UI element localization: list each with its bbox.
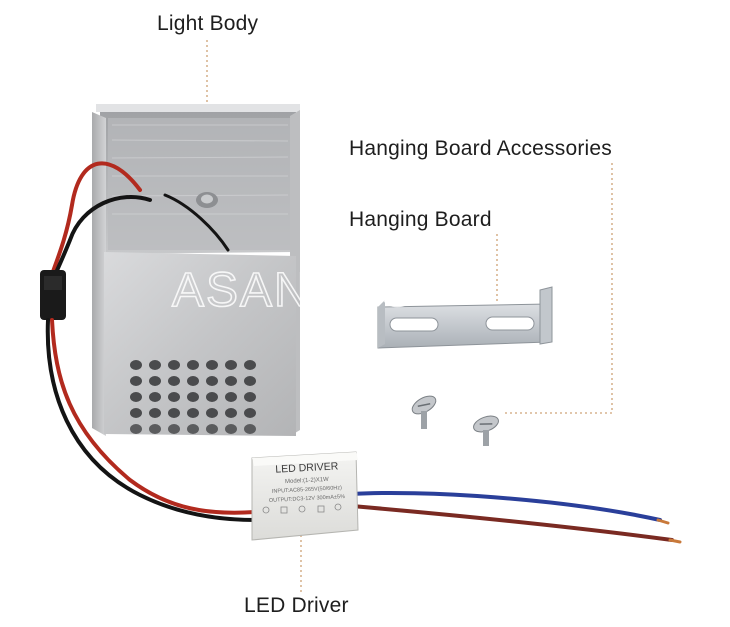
driver-model: Model:(1-2)X1W: [285, 477, 329, 485]
driver-input: INPUT:AC85-265V(50/60Hz): [272, 485, 342, 495]
leader-accessories: [502, 163, 613, 414]
body-wires: [40, 161, 257, 522]
certification-icons: [262, 503, 342, 514]
label-hanging-board-accessories: Hanging Board Accessories: [349, 137, 612, 160]
label-hanging-board: Hanging Board: [349, 208, 492, 231]
label-led-driver: LED Driver: [244, 594, 349, 617]
led-driver-box: LED DRIVER Model:(1-2)X1W INPUT:AC85-265…: [251, 451, 359, 541]
screws: [411, 395, 499, 446]
watermark: ASANZUO: [172, 264, 418, 317]
driver-title: LED DRIVER: [275, 460, 339, 475]
vent-holes: [130, 360, 256, 434]
driver-wires: [350, 491, 682, 544]
driver-output: OUTPUT:DC3-12V 300mA±5%: [269, 494, 345, 504]
leader-lines: [206, 40, 613, 592]
light-body: [92, 104, 300, 436]
label-light-body: Light Body: [157, 12, 259, 35]
hanging-board: [377, 286, 553, 349]
